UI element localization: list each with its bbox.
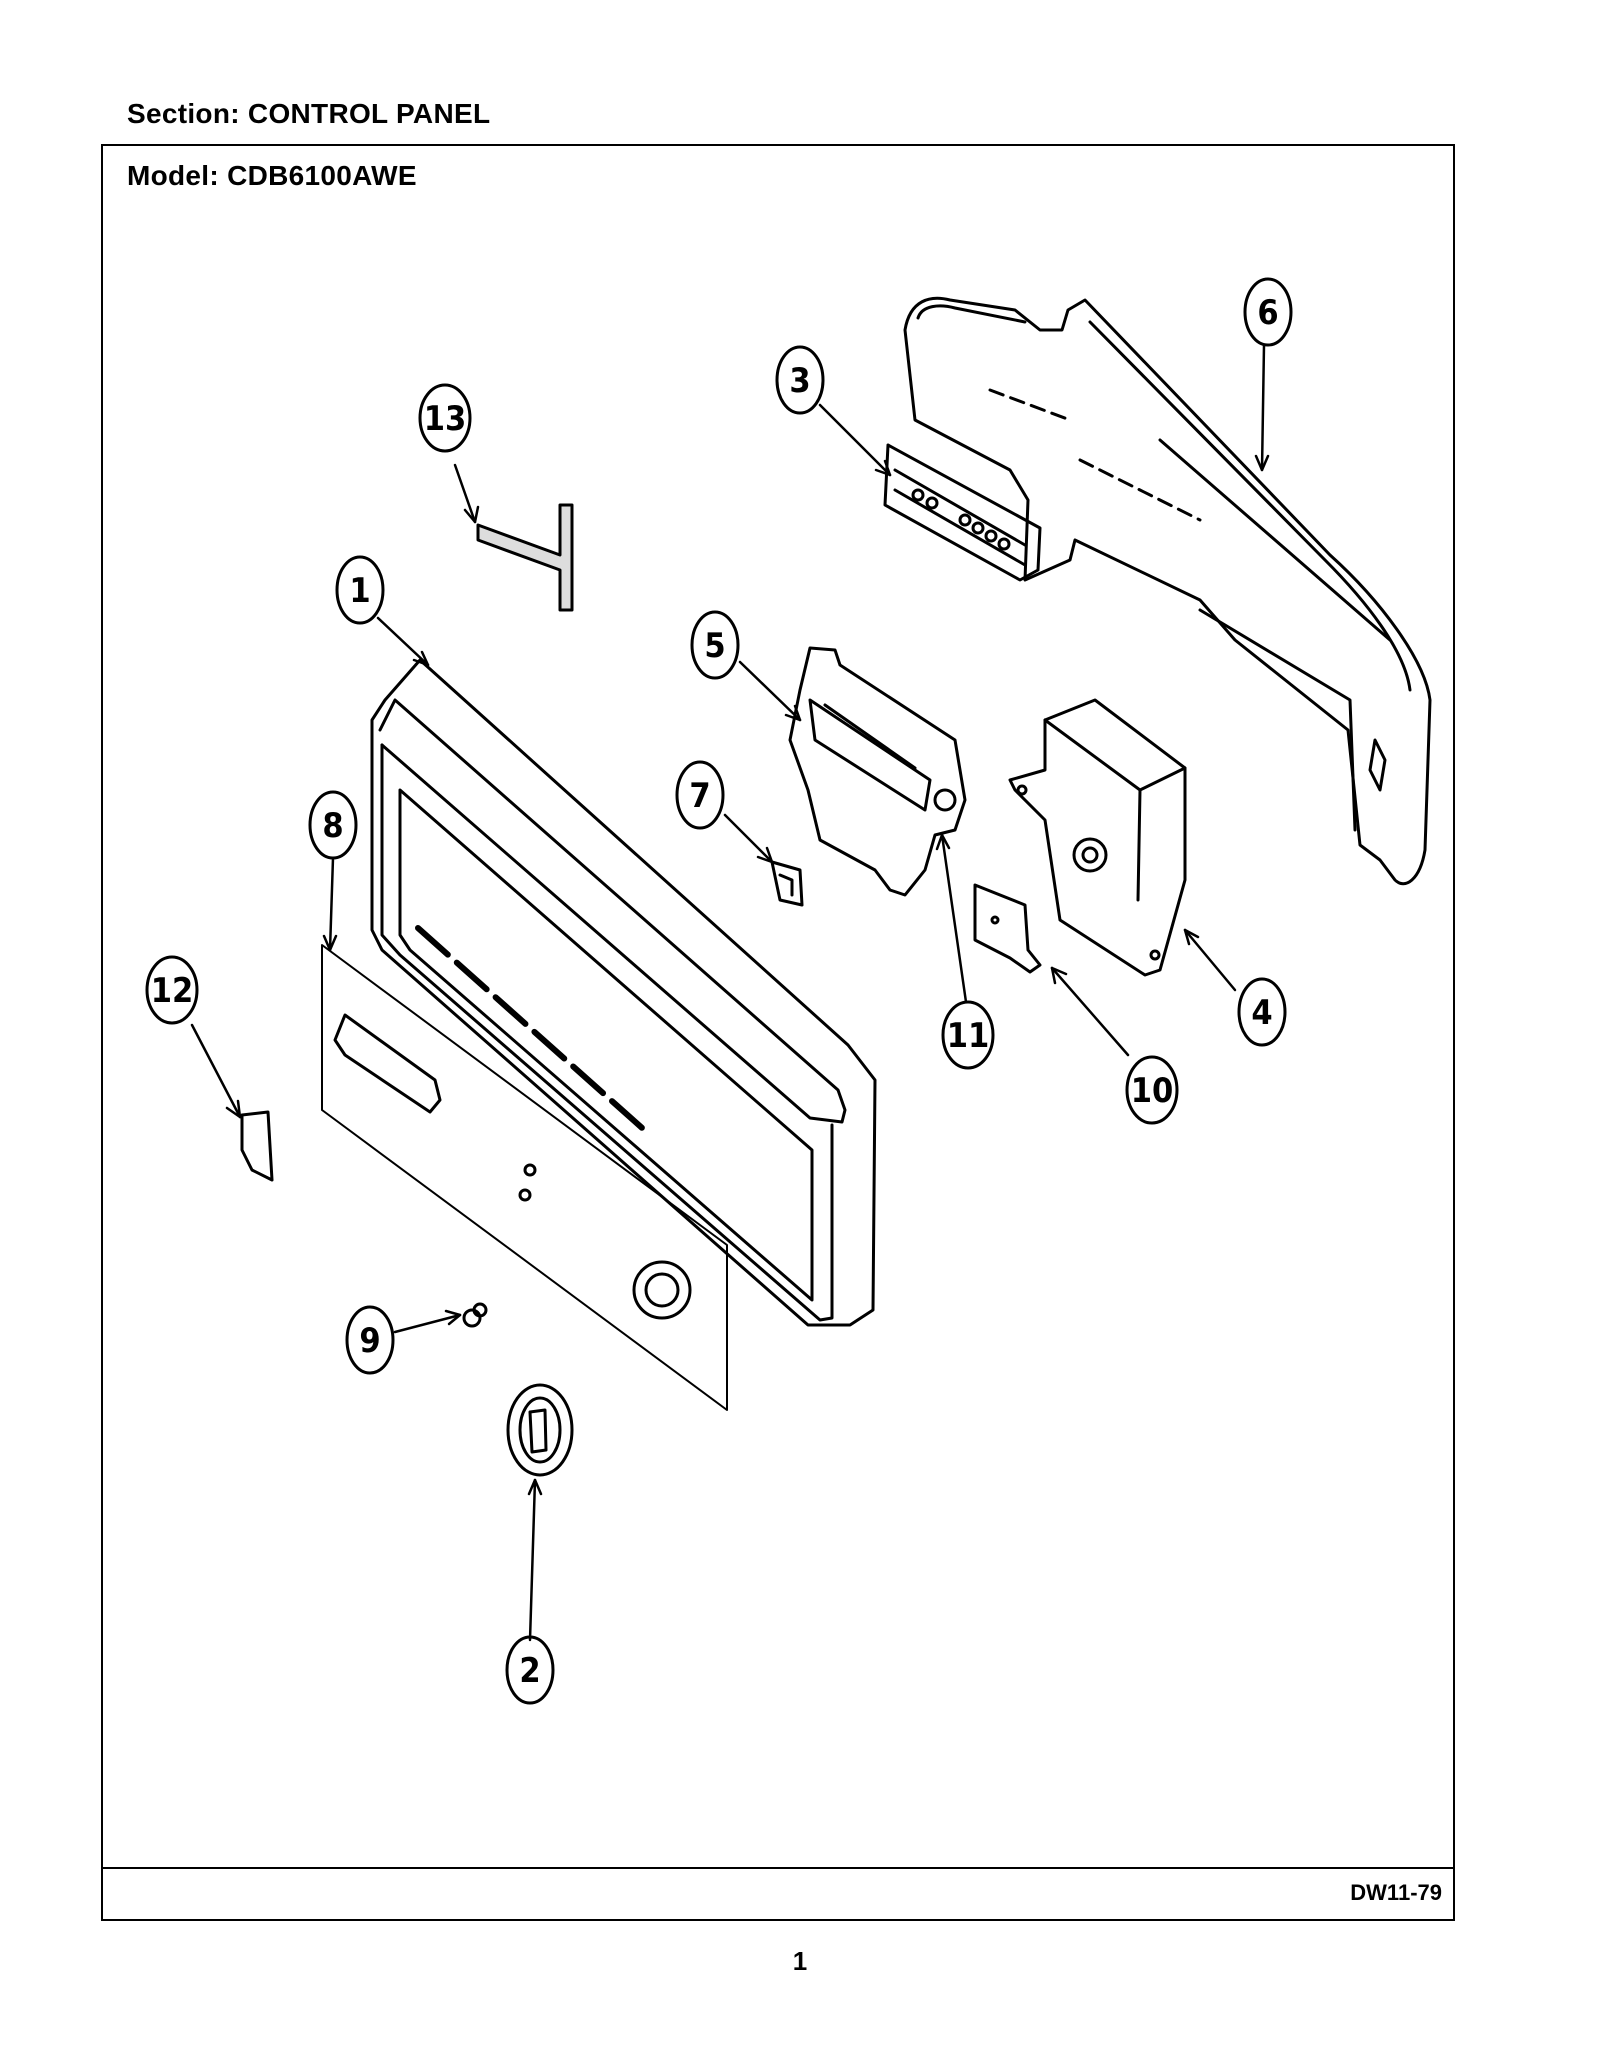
svg-text:10: 10 (1131, 1071, 1174, 1111)
part-8-console-overlay (321, 944, 728, 1411)
figure-code: DW11-79 (1350, 1880, 1442, 1905)
callout-12: 12 (145, 955, 199, 1025)
callout-5: 5 (690, 610, 740, 680)
section-title: Section: CONTROL PANEL (127, 98, 491, 129)
svg-text:9: 9 (359, 1321, 380, 1361)
callout-4: 4 (1237, 977, 1287, 1047)
svg-text:13: 13 (424, 399, 467, 439)
callout-9: 9 (345, 1305, 395, 1375)
part-3-switch (883, 443, 1042, 582)
callout-13: 13 (418, 383, 472, 453)
part-10-micro-switch (973, 883, 1042, 974)
svg-text:2: 2 (519, 1651, 540, 1691)
part-4-timer (1008, 698, 1187, 977)
diagram-frame (101, 144, 1455, 1921)
svg-text:3: 3 (789, 361, 810, 401)
page-number: 1 (792, 1946, 808, 1976)
callout-3: 3 (775, 345, 825, 415)
svg-text:8: 8 (322, 806, 343, 846)
svg-text:6: 6 (1257, 293, 1278, 333)
svg-text:11: 11 (947, 1016, 990, 1056)
part-5-bracket (788, 646, 967, 897)
part-2-timer-knob (506, 1383, 574, 1477)
part-12-end-cap (240, 1110, 274, 1182)
callout-1: 1 (335, 555, 385, 625)
callout-11: 11 (941, 1000, 995, 1070)
callout-2: 2 (505, 1635, 555, 1705)
leader-arrows (190, 343, 1270, 1642)
part-6-back-cover (903, 296, 1432, 886)
svg-text:5: 5 (704, 626, 725, 666)
callouts: 1 2 3 4 5 6 7 8 9 10 11 12 13 (145, 277, 1293, 1705)
svg-text:4: 4 (1251, 993, 1272, 1033)
part-9-indicator-lens (462, 1302, 488, 1328)
svg-text:7: 7 (689, 776, 710, 816)
callout-6: 6 (1243, 277, 1293, 347)
callout-10: 10 (1125, 1055, 1179, 1125)
svg-text:1: 1 (349, 571, 370, 611)
footer-rule (101, 1867, 1455, 1869)
part-7-clip (770, 860, 804, 907)
callout-8: 8 (308, 790, 358, 860)
part-13-gasket-strip (476, 503, 574, 612)
callout-7: 7 (675, 760, 725, 830)
model-title: Model: CDB6100AWE (127, 160, 417, 191)
svg-text:12: 12 (151, 971, 194, 1011)
part-1-control-housing (370, 658, 877, 1327)
